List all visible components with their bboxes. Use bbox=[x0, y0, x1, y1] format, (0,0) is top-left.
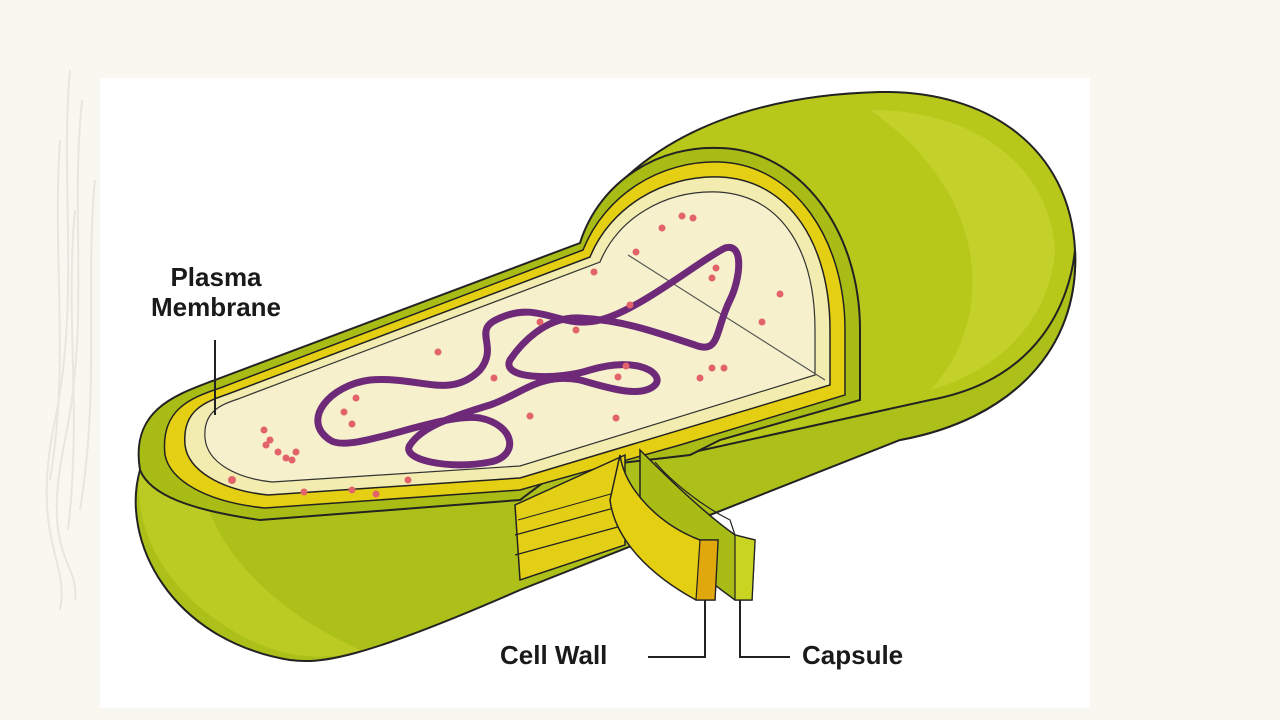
cut-wall-slab bbox=[514, 453, 626, 582]
cytoplasm bbox=[204, 191, 816, 483]
brush-stroke-icon bbox=[45, 69, 96, 611]
leader-lines bbox=[214, 340, 790, 658]
ribosomes bbox=[228, 212, 784, 498]
plasma-membrane-label-line2: Membrane bbox=[150, 291, 282, 322]
plasma-membrane-label: Plasma Membrane bbox=[136, 262, 296, 323]
peeled-layers bbox=[609, 448, 756, 601]
capsule-leader bbox=[739, 600, 790, 658]
dna-strand bbox=[314, 243, 743, 469]
plasma-membrane-label-line1: Plasma bbox=[170, 262, 262, 292]
capsule-label: Capsule bbox=[802, 640, 904, 670]
cell-wall-leader bbox=[648, 600, 706, 658]
cell-wall-label: Cell Wall bbox=[500, 640, 608, 670]
